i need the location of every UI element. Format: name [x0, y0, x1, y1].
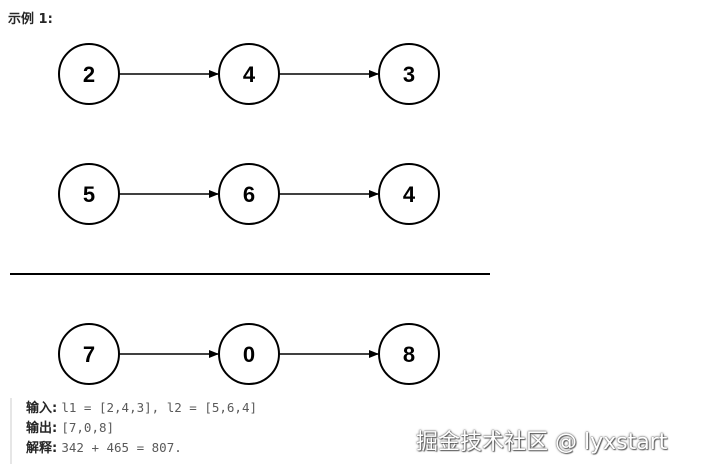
list-node-value: 7 — [83, 342, 95, 367]
list-node-circle — [378, 43, 440, 105]
output-key: 输出: — [26, 421, 58, 436]
list-node-circle — [218, 163, 280, 225]
list-node-value: 0 — [243, 342, 255, 367]
explain-key: 解释: — [26, 441, 58, 456]
linked-list-l2: 5 6 4 — [58, 163, 440, 225]
input-value: l1 = [2,4,3], l2 = [5,6,4] — [61, 400, 258, 415]
list-node-circle — [378, 323, 440, 385]
example-code-block: 输入: l1 = [2,4,3], l2 = [5,6,4] 输出: [7,0,… — [10, 398, 470, 464]
linked-list-result: 7 0 8 — [58, 323, 440, 385]
output-line: 输出: [7,0,8] — [26, 418, 470, 438]
list-node-value: 4 — [403, 182, 416, 207]
list-node-value: 3 — [403, 62, 415, 87]
list-node-value: 5 — [83, 182, 95, 207]
watermark: 掘金技术社区 @ lyxstart — [416, 430, 668, 455]
list-node-circle — [58, 163, 120, 225]
list-node-value: 6 — [243, 182, 255, 207]
list-node-circle — [378, 163, 440, 225]
input-key: 输入: — [26, 401, 58, 416]
explain-line: 解释: 342 + 465 = 807. — [26, 438, 470, 458]
linked-list-l1: 2 4 3 — [58, 43, 440, 105]
list-node-circle — [58, 323, 120, 385]
output-value: [7,0,8] — [61, 420, 115, 435]
explain-value: 342 + 465 = 807. — [61, 440, 182, 455]
list-node-circle — [58, 43, 120, 105]
list-node-circle — [218, 323, 280, 385]
list-node-value: 4 — [243, 62, 256, 87]
list-node-value: 8 — [403, 342, 415, 367]
input-line: 输入: l1 = [2,4,3], l2 = [5,6,4] — [26, 398, 470, 418]
example-title: 示例 1: — [8, 12, 53, 27]
list-node-value: 2 — [83, 62, 95, 87]
list-node-circle — [218, 43, 280, 105]
